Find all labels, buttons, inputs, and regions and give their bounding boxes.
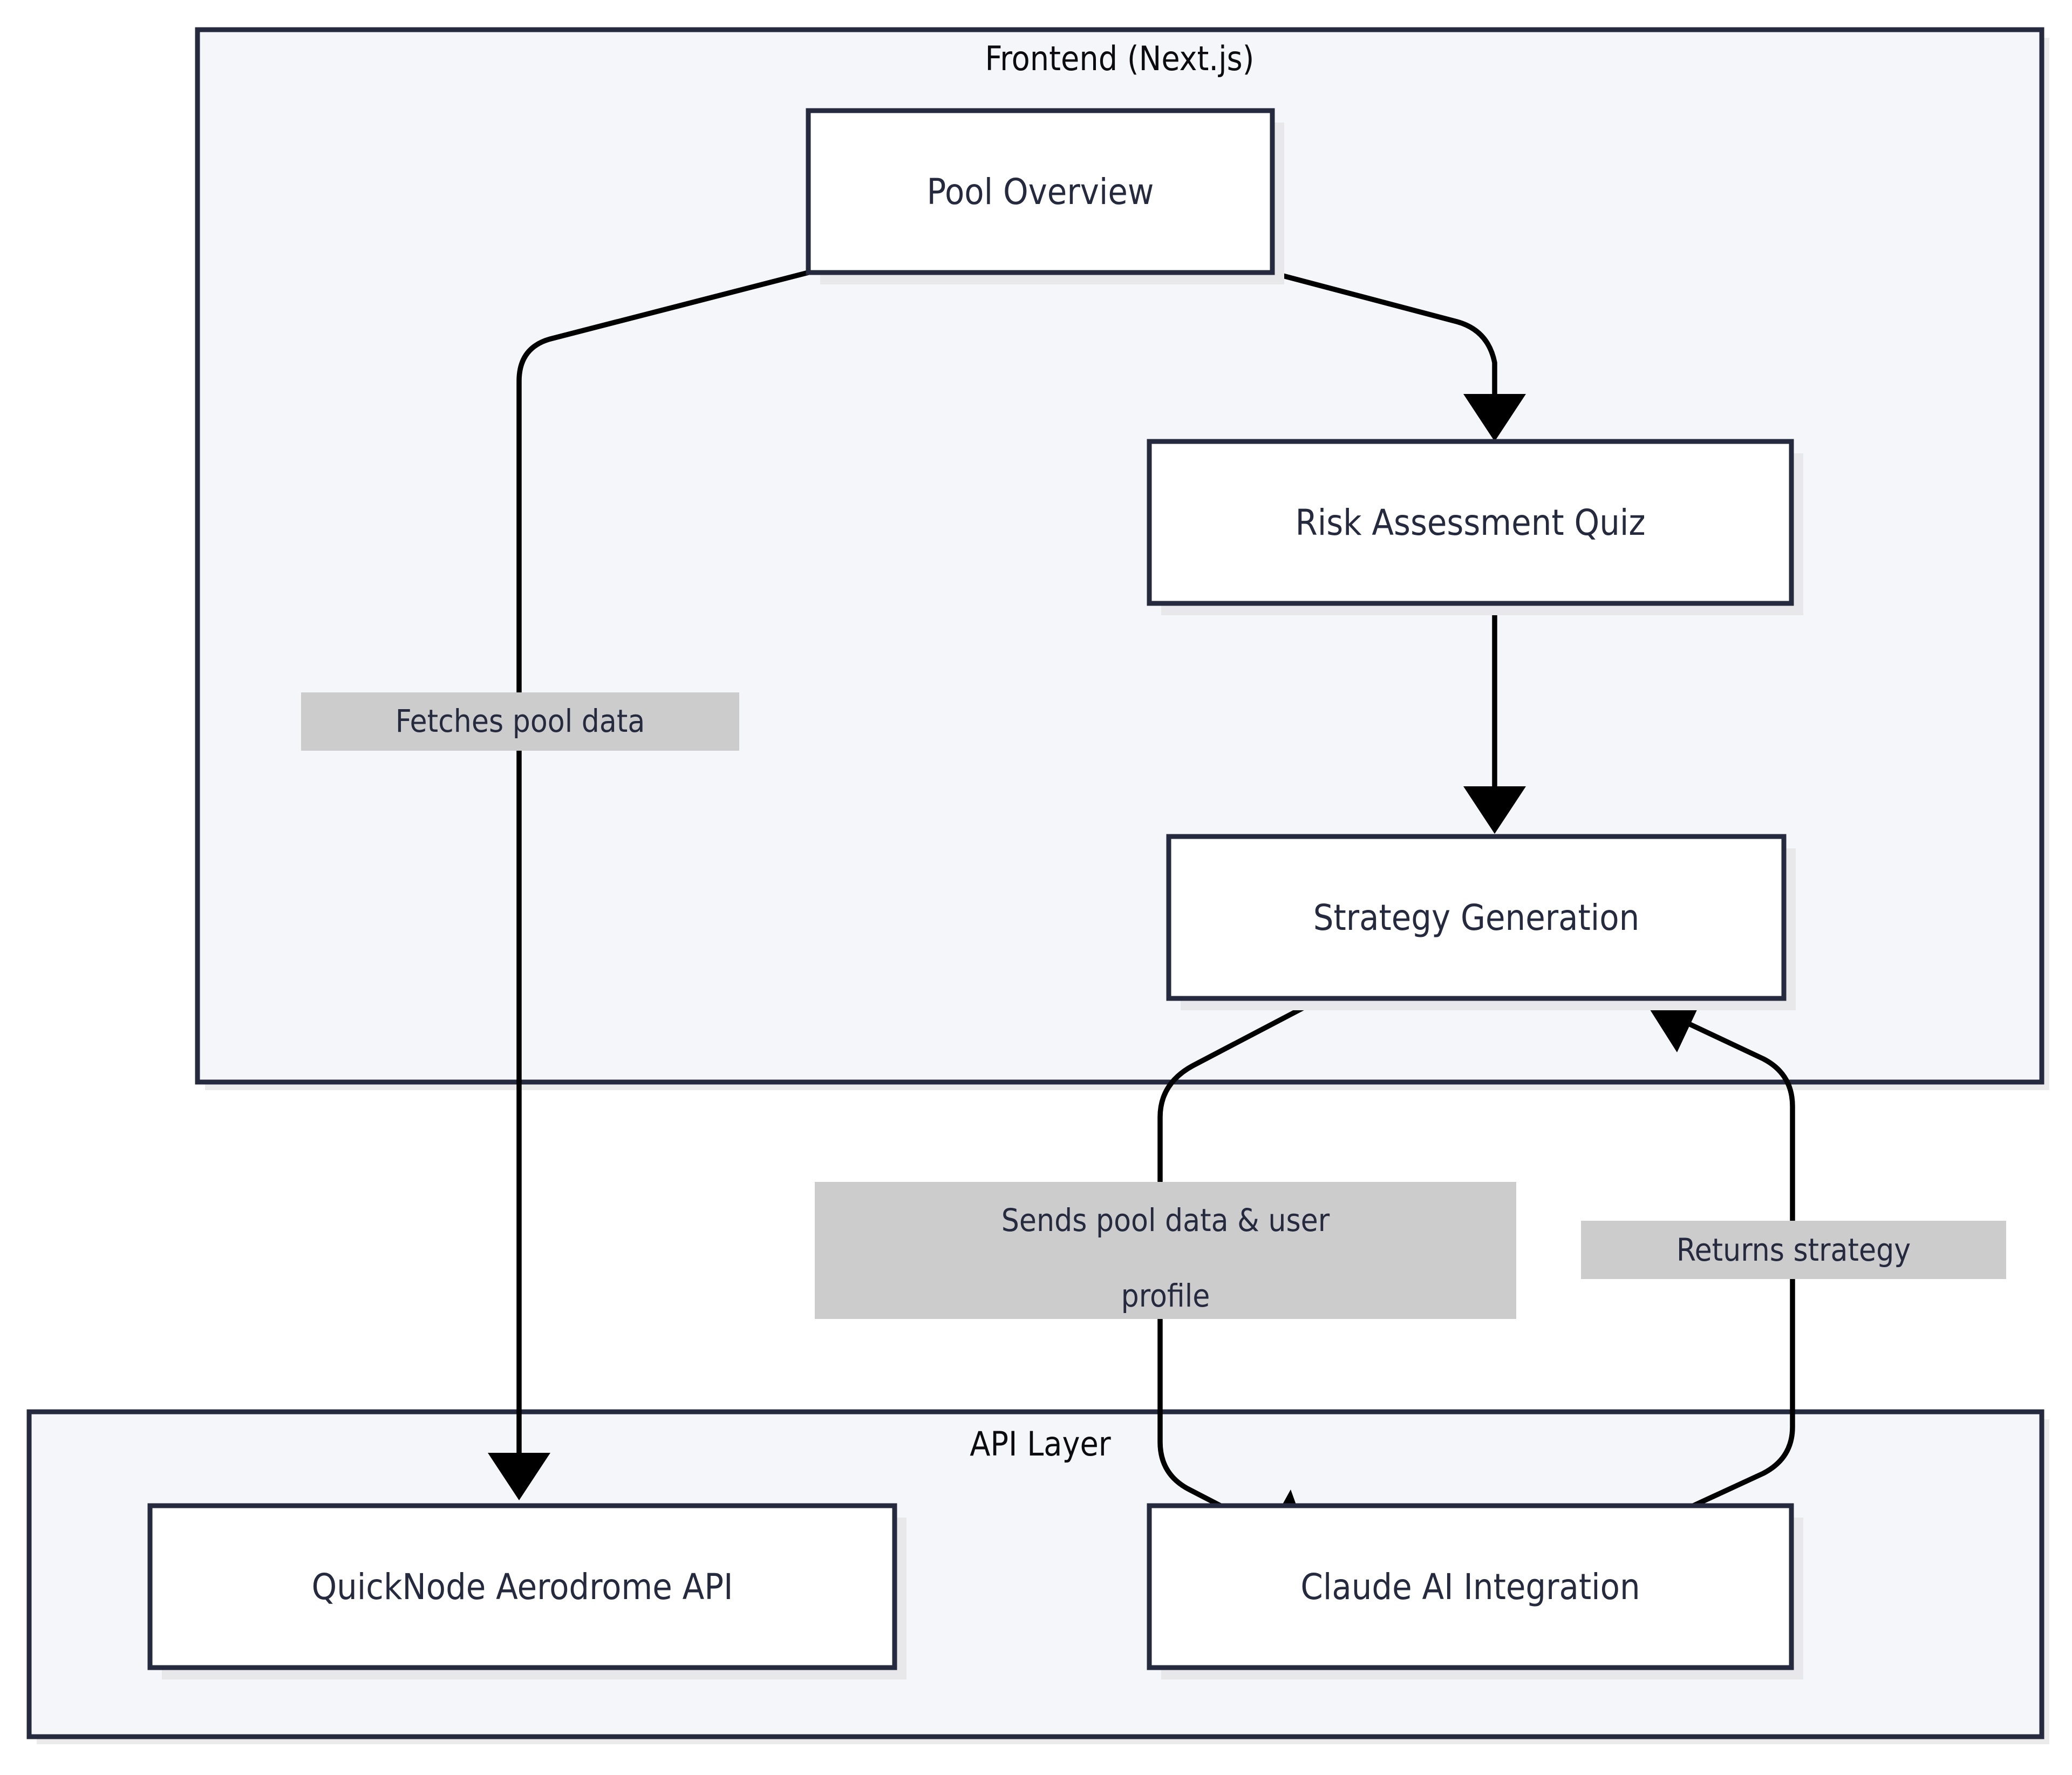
node-strategy-gen-label: Strategy Generation	[1313, 897, 1640, 938]
edge-label-sends-pool-data-user-profile-line1: Sends pool data & user	[1001, 1202, 1330, 1239]
edge-pool-overview-to-risk-quiz-line	[1270, 270, 1497, 426]
node-strategy-gen-box[interactable]	[1166, 834, 1787, 1001]
cluster-api-title: API Layer	[970, 1424, 1110, 1464]
node-quicknode-api-label: QuickNode Aerodrome API	[311, 1566, 733, 1608]
edge-risk-quiz-to-strategy-gen-arrowhead	[1463, 786, 1526, 834]
node-quicknode-api-box[interactable]	[147, 1503, 897, 1670]
edge-pool-overview-to-quicknode-api-line	[516, 270, 809, 1484]
edge-pool-overview-to-quicknode-api-arrowhead	[488, 1453, 550, 1500]
node-strategy-gen[interactable]: Strategy Generation	[1166, 834, 1796, 1010]
node-quicknode-api[interactable]: QuickNode Aerodrome API	[147, 1503, 906, 1679]
node-pool-overview-label: Pool Overview	[927, 171, 1154, 213]
edge-label-returns-strategy: Returns strategy	[1581, 1221, 2006, 1279]
edge-label-sends-pool-data-user-profile-bg	[815, 1182, 1516, 1319]
node-pool-overview[interactable]: Pool Overview	[806, 108, 1284, 284]
cluster-frontend-title: Frontend (Next.js)	[985, 39, 1255, 78]
edge-claude-ai-to-strategy-gen-arrowhead	[1649, 997, 1703, 1052]
node-pool-overview-box[interactable]	[806, 108, 1275, 275]
node-risk-quiz[interactable]: Risk Assessment Quiz	[1147, 439, 1803, 615]
node-risk-quiz-box[interactable]	[1147, 439, 1794, 606]
edge-label-fetches-pool-data-bg	[301, 692, 739, 751]
edge-strategy-gen-to-claude-ai-line	[1157, 1004, 1307, 1548]
node-claude-ai-box[interactable]	[1147, 1503, 1794, 1670]
edge-label-sends-pool-data-user-profile-line2: profile	[1121, 1277, 1210, 1314]
edge-label-fetches-pool-data: Fetches pool data	[301, 692, 739, 751]
node-claude-ai[interactable]: Claude AI Integration	[1147, 1503, 1803, 1679]
node-claude-ai-label: Claude AI Integration	[1300, 1566, 1640, 1608]
edge-risk-quiz-to-strategy-gen	[1463, 607, 1526, 834]
edge-label-returns-strategy-bg	[1581, 1221, 2006, 1279]
node-risk-quiz-label: Risk Assessment Quiz	[1295, 502, 1645, 543]
edge-pool-overview-to-risk-quiz-arrowhead	[1463, 394, 1526, 441]
edge-pool-overview-to-quicknode-api	[488, 270, 809, 1500]
edge-label-fetches-pool-data-text: Fetches pool data	[396, 703, 645, 739]
edge-pool-overview-to-risk-quiz	[1270, 270, 1526, 441]
edge-label-sends-pool-data-user-profile: Sends pool data & user profile	[815, 1182, 1516, 1319]
edge-label-returns-strategy-text: Returns strategy	[1676, 1232, 1911, 1268]
